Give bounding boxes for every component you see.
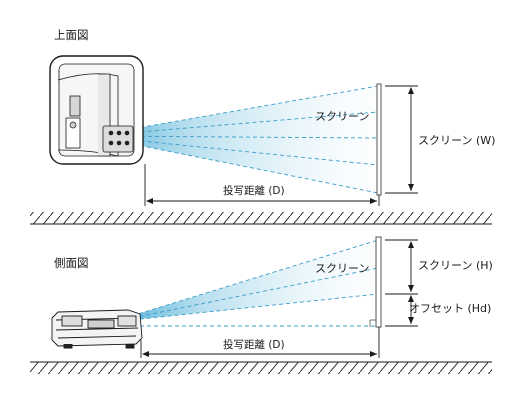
- side-distance-label: 投写距離 (D): [223, 339, 285, 351]
- side-view: [30, 236, 492, 374]
- side-screen: [375, 236, 382, 328]
- top-view-title: 上面図: [54, 28, 89, 42]
- side-light-beam: [112, 240, 378, 322]
- side-floor: [30, 361, 492, 374]
- top-beam-guides: [91, 85, 379, 194]
- top-light-beam: [92, 86, 378, 193]
- projector-side-icon: [51, 309, 143, 349]
- side-offset-label: オフセット (Hd): [409, 302, 492, 315]
- side-offset-dimension: [385, 295, 418, 327]
- top-width-dimension: [385, 85, 418, 194]
- side-view-title: 側面図: [54, 256, 89, 270]
- side-height-dimension: [385, 239, 418, 295]
- side-beam-guides: [111, 239, 379, 327]
- top-screen: [376, 83, 382, 196]
- top-screen-width-label: スクリーン (W): [418, 134, 496, 147]
- top-floor: [30, 212, 492, 225]
- projector-top-icon: [49, 55, 144, 165]
- side-distance-dimension: [140, 327, 380, 358]
- top-view: [30, 55, 492, 225]
- top-distance-dimension: [144, 164, 380, 206]
- side-screen-height-label: スクリーン (H): [418, 259, 493, 272]
- top-screen-label: スクリーン: [315, 110, 370, 123]
- top-distance-label: 投写距離 (D): [223, 185, 285, 197]
- side-screen-label: スクリーン: [315, 262, 370, 275]
